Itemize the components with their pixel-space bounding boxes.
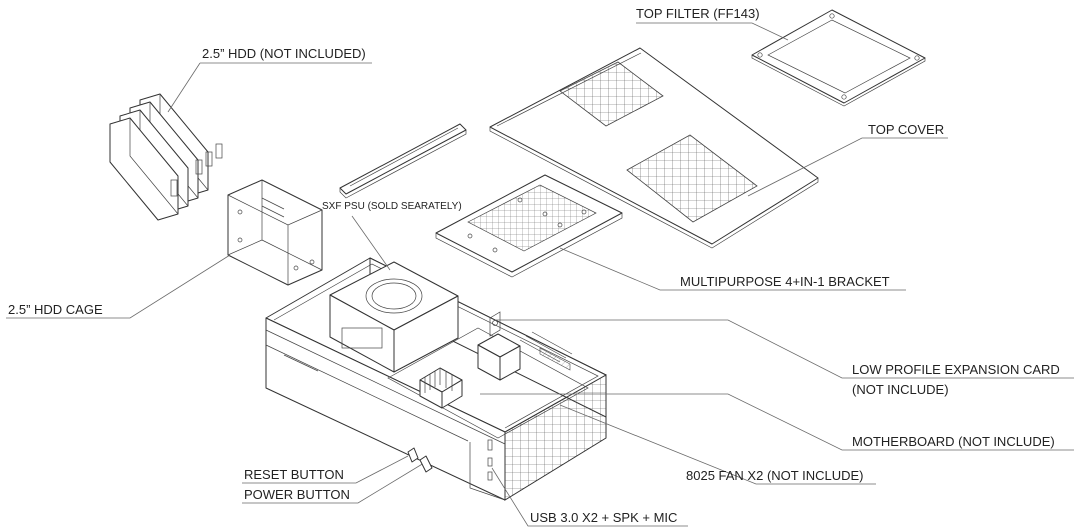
multipurpose-bracket [435, 174, 623, 278]
top-cover [489, 47, 819, 249]
label-top-cover: TOP COVER [868, 122, 944, 137]
motherboard [387, 311, 589, 439]
leader-lines [6, 22, 1074, 527]
label-multipurpose-bracket: MULTIPURPOSE 4+IN-1 BRACKET [680, 274, 890, 289]
reset-button-icon [407, 447, 419, 463]
hdd-cage [227, 179, 323, 286]
label-motherboard: MOTHERBOARD (NOT INCLUDE) [852, 434, 1055, 449]
label-hdd-cage: 2.5” HDD CAGE [8, 302, 103, 317]
label-usb: USB 3.0 X2 + SPK + MIC [530, 510, 677, 525]
top-filter [751, 9, 926, 107]
label-low-profile-line2: (NOT INCLUDE) [852, 382, 949, 397]
label-reset-button: RESET BUTTON [244, 467, 344, 482]
label-low-profile-line1: LOW PROFILE EXPANSION CARD [852, 362, 1060, 377]
label-sxf-psu: SXF PSU (SOLD SEARATELY) [322, 201, 462, 212]
label-power-button: POWER BUTTON [244, 487, 350, 502]
label-fan: 8025 FAN X2 (NOT INCLUDE) [686, 468, 863, 483]
hdd-stack [109, 93, 223, 221]
psu [329, 261, 459, 373]
label-top-filter: TOP FILTER (FF143) [636, 6, 760, 21]
label-hdd: 2.5” HDD (NOT INCLUDED) [202, 46, 366, 61]
psu-rail [339, 123, 467, 199]
power-button-icon [419, 455, 433, 473]
